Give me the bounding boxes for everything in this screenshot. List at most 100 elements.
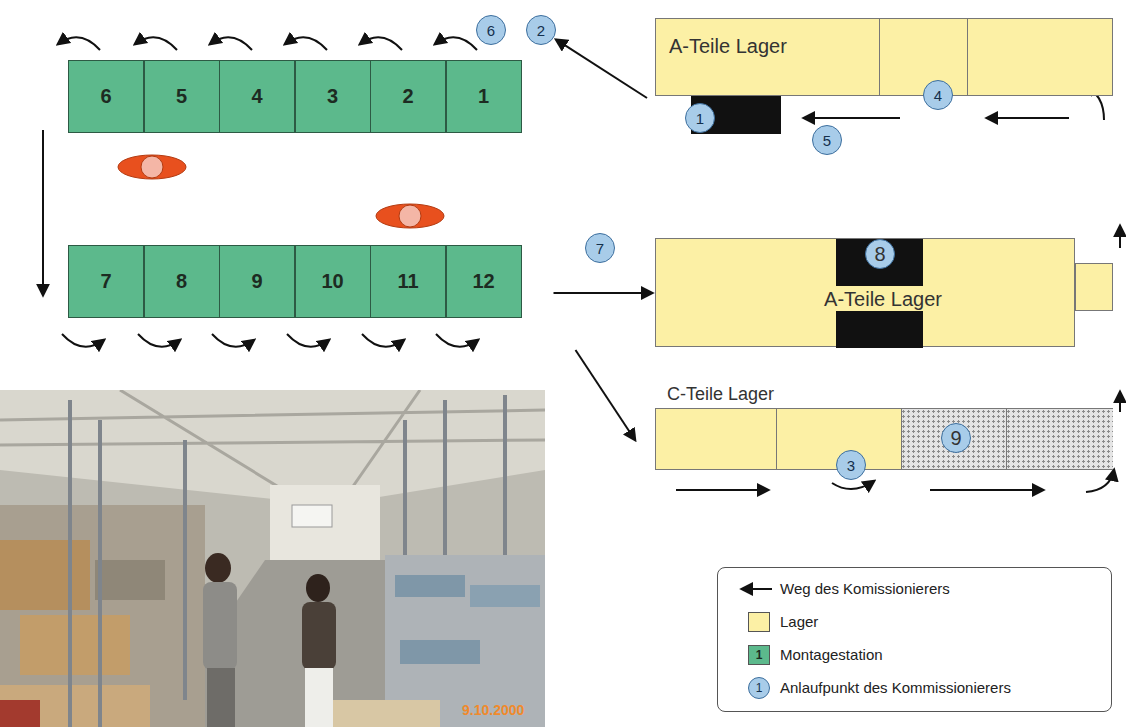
curved-arrow	[138, 334, 180, 347]
legend-row: 1 Anlaufpunkt des Kommissionierers	[718, 675, 1108, 701]
warehouse-box: A-Teile Lager 8	[655, 238, 1075, 347]
flow-arrow	[556, 40, 647, 98]
warehouse-name: A-Teile Lager	[824, 288, 942, 310]
station-number: 7	[100, 270, 111, 293]
station-number: 11	[397, 270, 418, 293]
warehouse-box: C-Teile Lager9	[655, 408, 1113, 470]
callout-circle: 2	[526, 15, 556, 45]
legend-row: Weg des Komissionierers	[718, 576, 1108, 602]
warehouse-divider	[879, 19, 880, 95]
photo-worker-hair	[306, 574, 330, 602]
callout-number: 3	[847, 458, 855, 473]
worker-shoulders	[376, 204, 444, 228]
legend-text: Anlaufpunkt des Kommissionierers	[780, 679, 1011, 696]
callout-number: 2	[537, 23, 545, 38]
warehouse-box: A-Teile Lager	[655, 18, 1113, 96]
assembly-station: 9	[219, 245, 295, 318]
curved-arrow	[1086, 470, 1114, 492]
workshop-photo	[0, 390, 545, 727]
legend-text: Weg des Komissionierers	[780, 580, 950, 597]
photo-worker-body	[302, 602, 336, 670]
flow-arrow	[554, 292, 653, 294]
curved-arrow	[832, 481, 874, 489]
photo-worker-hair	[205, 553, 231, 583]
callout-circle: 4	[923, 80, 953, 110]
station-number: 6	[100, 85, 111, 108]
assembly-station: 5	[144, 60, 220, 133]
callout-circle: 3	[836, 450, 866, 480]
assembly-station: 10	[295, 245, 371, 318]
photo-box	[20, 615, 130, 675]
callout-number: 8	[874, 243, 885, 265]
walk-arrow	[930, 489, 1043, 491]
callout-number: 1	[696, 111, 704, 126]
legend-box: Weg des KomissionierersLager 1Montagestat…	[717, 567, 1112, 712]
photo-bin	[470, 585, 540, 607]
photo-worker-body	[203, 582, 237, 670]
station-number: 12	[472, 270, 494, 293]
callout-number: 5	[823, 133, 831, 148]
station-number: 3	[327, 85, 338, 108]
curved-arrow	[58, 37, 100, 50]
legend-arrow-line	[742, 588, 772, 590]
callout-circle: 6	[476, 15, 506, 45]
legend-arrow-sample	[726, 576, 776, 602]
assembly-station: 1	[446, 60, 522, 133]
station-number: 10	[321, 270, 343, 293]
legend-row: 1Montagestation	[718, 642, 1108, 668]
photo-date-stamp: 9.10.2000	[462, 702, 524, 718]
callout-number: 7	[596, 241, 604, 256]
station-number: 5	[176, 85, 187, 108]
curved-arrow	[212, 334, 254, 347]
photo-bin	[400, 640, 480, 664]
station-number: 2	[402, 85, 413, 108]
legend-sample-number: 1	[756, 648, 763, 662]
warehouse-divider	[1006, 409, 1007, 469]
flow-arrow	[576, 350, 636, 440]
photo-bin	[0, 700, 40, 727]
callout-number: 6	[487, 23, 495, 38]
photo-worker-legs	[305, 668, 333, 727]
curved-arrow	[285, 37, 327, 50]
legend-text: Lager	[780, 613, 818, 630]
assembly-station: 8	[144, 245, 220, 318]
callout-circle: 5	[812, 125, 842, 155]
walk-arrow	[1119, 392, 1121, 412]
curved-arrow	[362, 334, 404, 347]
photo-window	[292, 505, 332, 527]
hatched-area	[901, 409, 1113, 469]
station-number: 1	[478, 85, 489, 108]
legend-row: Lager	[718, 609, 1108, 635]
photo-table	[0, 685, 150, 727]
callout-circle: 1	[685, 103, 715, 133]
legend-circle-sample: 1	[748, 677, 770, 699]
warehouse-divider	[967, 19, 968, 95]
station-number: 9	[251, 270, 262, 293]
photo-box	[0, 540, 90, 610]
warehouse-divider	[901, 409, 902, 469]
worker-shoulders	[118, 155, 186, 179]
photo-box	[95, 560, 165, 600]
assembly-station: 12	[446, 245, 522, 318]
worker-figures	[118, 155, 444, 228]
photo-worker-legs	[207, 668, 235, 727]
warehouse-annex	[1075, 263, 1113, 311]
curved-arrow	[360, 37, 402, 50]
curved-arrow	[436, 334, 478, 347]
callout-number: 9	[950, 427, 961, 449]
legend-swatch	[748, 612, 770, 632]
walk-arrow	[987, 117, 1069, 119]
warehouse-name: C-Teile Lager	[667, 385, 774, 405]
warehouse-name: A-Teile Lager	[669, 35, 787, 57]
photo-ground	[0, 390, 545, 727]
worker-head	[399, 205, 421, 227]
station-number: 8	[176, 270, 187, 293]
worker-head	[141, 156, 163, 178]
walk-arrow	[676, 489, 768, 491]
curved-arrow	[435, 37, 477, 50]
flow-arrow	[42, 130, 44, 295]
photo-bin	[395, 575, 465, 597]
warehouse-divider	[776, 409, 777, 469]
assembly-station: 11	[370, 245, 446, 318]
